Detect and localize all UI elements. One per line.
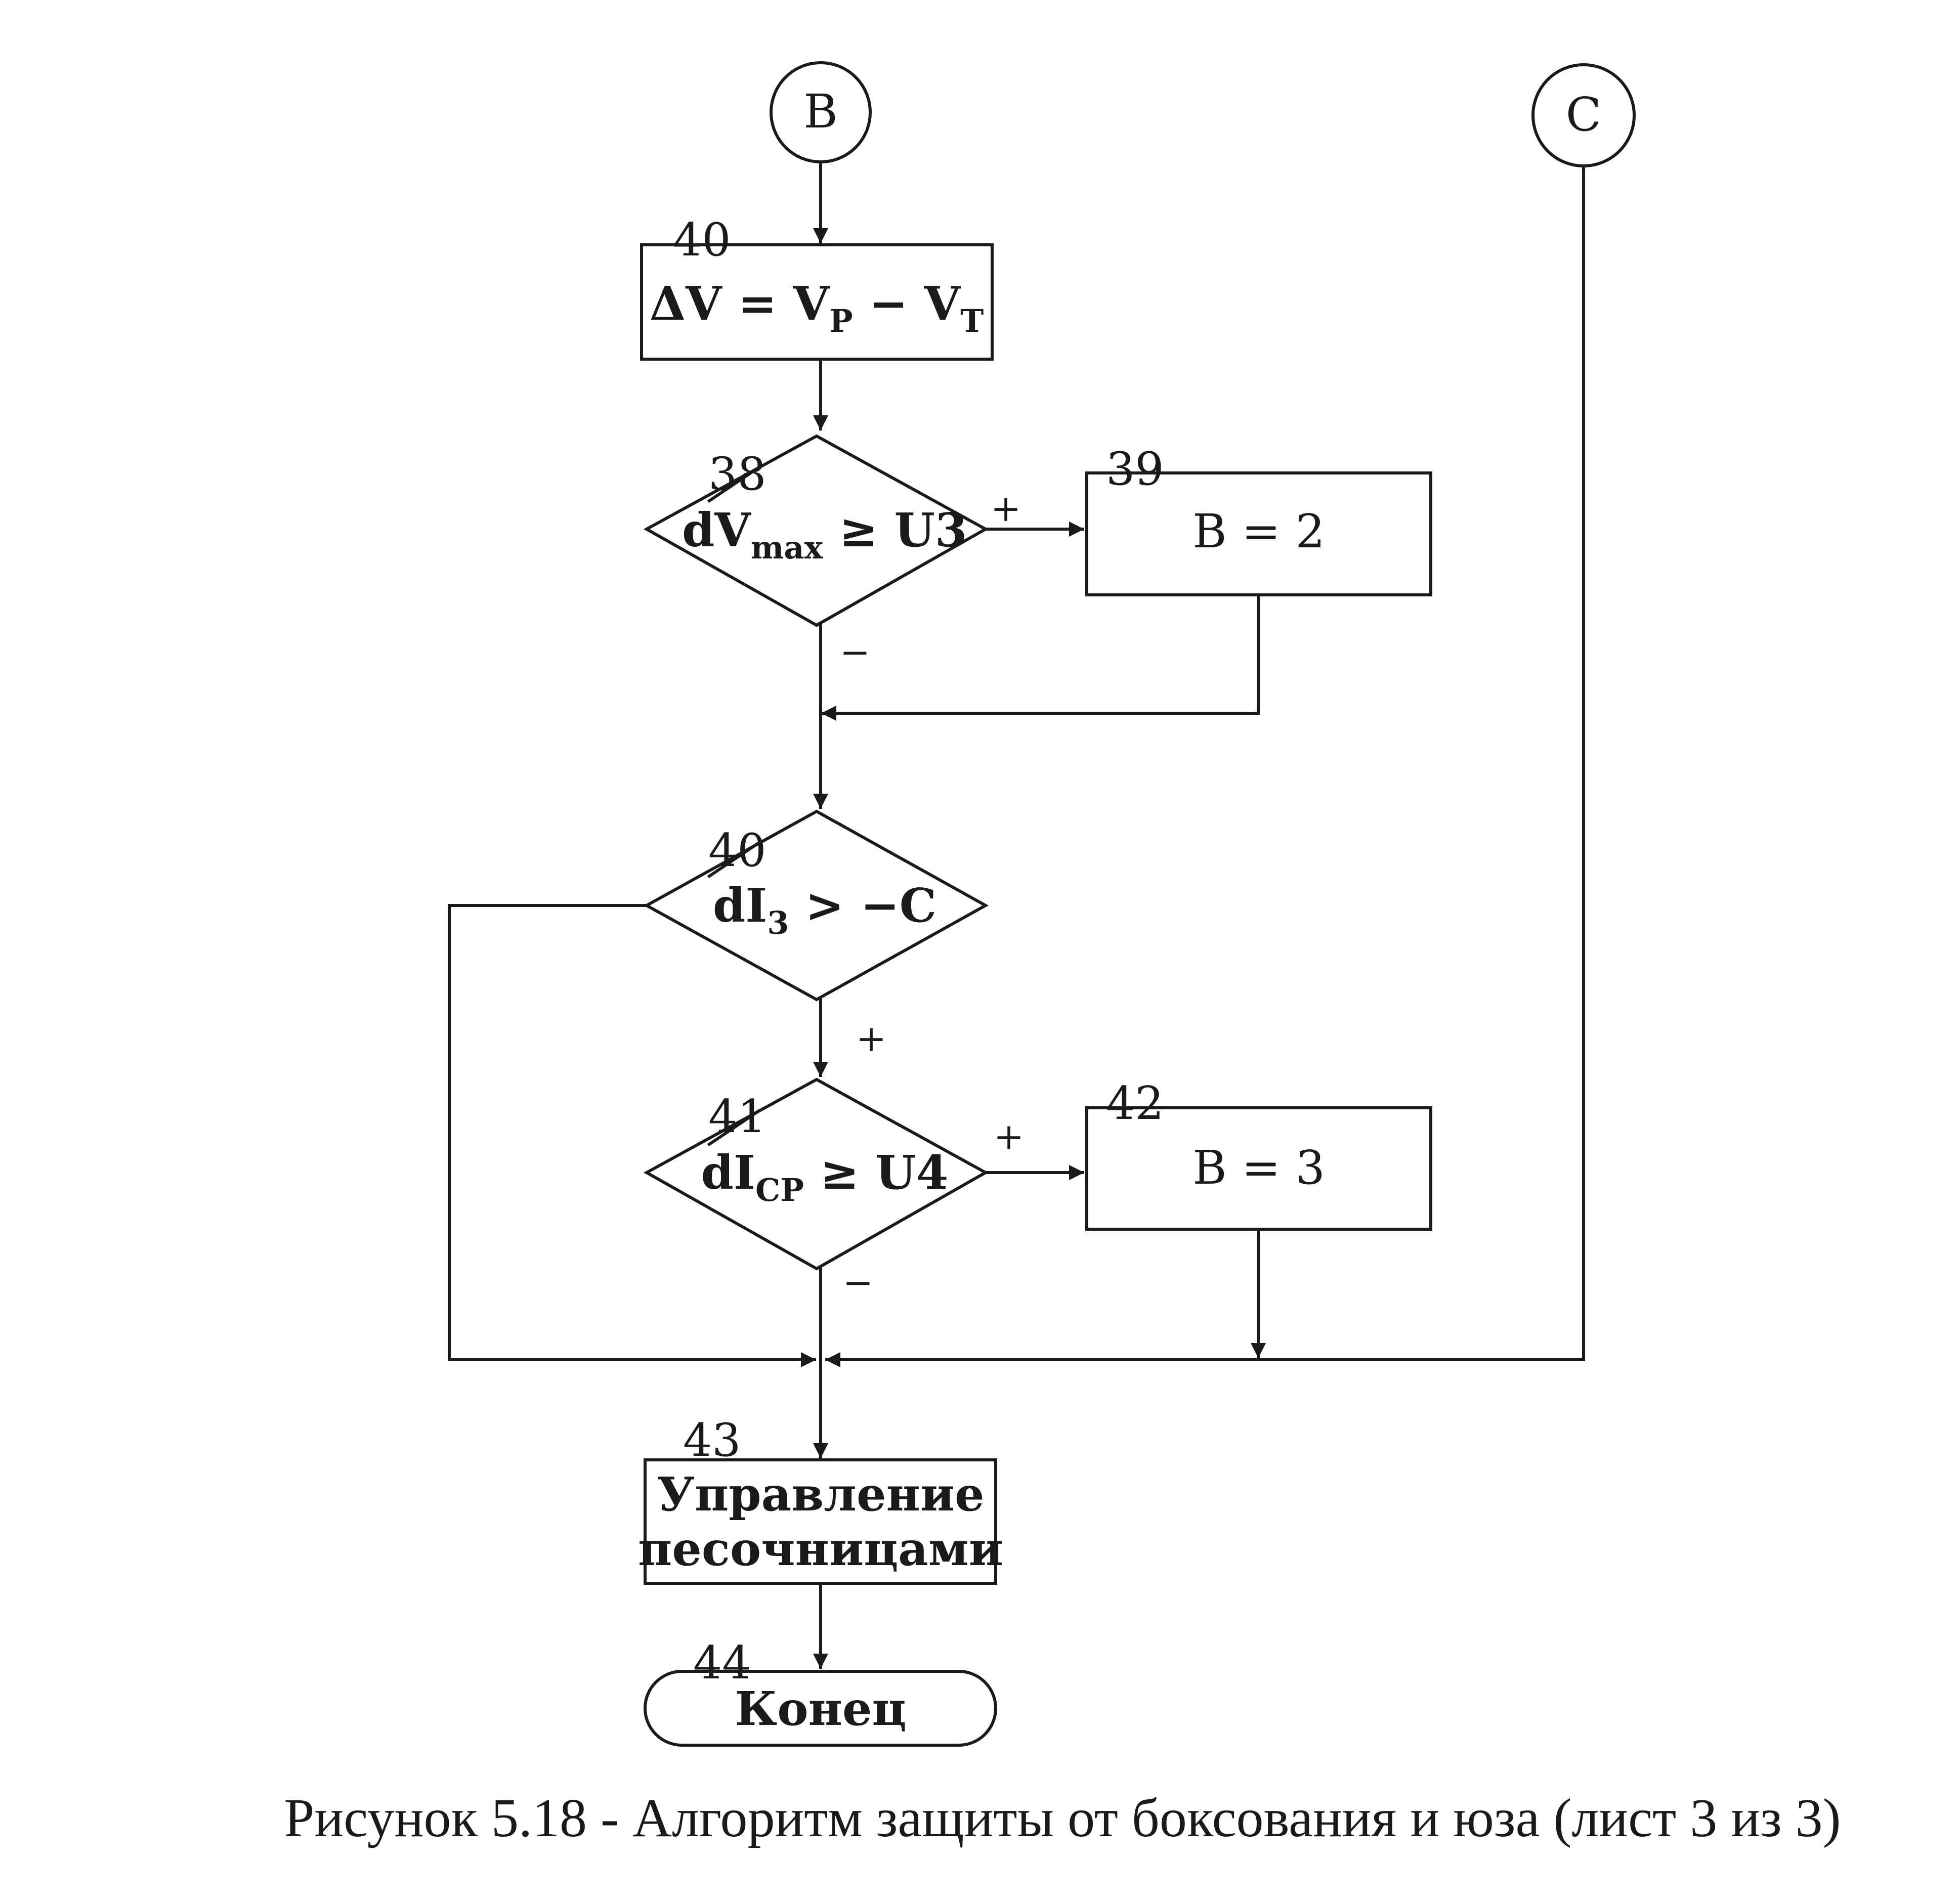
block-number: 40 — [673, 213, 731, 267]
block-number: 39 — [1106, 443, 1164, 496]
block-text: B = 2 — [1192, 504, 1325, 558]
flow-lines — [448, 160, 1585, 1669]
process-block-42: 42 B = 3 — [1085, 1077, 1432, 1231]
block-number: 42 — [1106, 1077, 1164, 1130]
number-leader — [707, 1108, 761, 1147]
arrow-39-return — [821, 593, 1260, 721]
block-formula: ΔV = VP − VT — [650, 276, 984, 339]
decision-number: 40 — [708, 824, 766, 877]
decision-number: 38 — [708, 448, 766, 501]
decision-yes-label: + — [994, 1115, 1024, 1158]
connector-b: B — [770, 61, 872, 163]
decision-condition: dICP ≥ U4 — [701, 1145, 949, 1208]
number-leader — [707, 465, 761, 503]
decision-yes-label: + — [991, 487, 1021, 530]
decision-38: 38 dVmax ≥ U3 + − — [643, 434, 1021, 673]
connector-c-label: C — [1566, 88, 1601, 142]
decision-no-label: − — [843, 1261, 873, 1304]
figure-caption: Рисунок 5.18 - Алгоритм защиты от боксов… — [284, 1788, 1841, 1848]
arrow-40-left-branch — [448, 904, 816, 1367]
block-text: B = 3 — [1192, 1141, 1325, 1195]
decision-yes-label: + — [856, 1017, 886, 1060]
connector-c: C — [1531, 63, 1636, 167]
block-line-2: песочницами — [638, 1522, 1003, 1576]
decision-40: 40 dI3 > −C + — [643, 809, 989, 1060]
decision-no-label: − — [840, 631, 870, 673]
arrow-c-merge — [825, 164, 1585, 1367]
decision-number: 41 — [708, 1090, 766, 1143]
terminal-number: 44 — [693, 1636, 751, 1690]
process-block-40: 40 ΔV = VP − VT — [640, 213, 994, 361]
terminal-44: 44 Конец — [644, 1636, 997, 1747]
block-line-1: Управление — [657, 1467, 984, 1522]
block-number: 43 — [683, 1414, 741, 1467]
process-block-43: 43 Управление песочницами — [638, 1414, 1003, 1585]
process-block-39: 39 B = 2 — [1085, 443, 1432, 596]
decision-condition: dI3 > −C — [713, 878, 936, 941]
decision-condition: dVmax ≥ U3 — [682, 503, 967, 566]
decision-41: 41 dICP ≥ U4 + − — [643, 1077, 1024, 1304]
number-leader — [707, 840, 761, 879]
terminal-text: Конец — [735, 1681, 907, 1736]
connector-b-label: B — [803, 84, 838, 139]
